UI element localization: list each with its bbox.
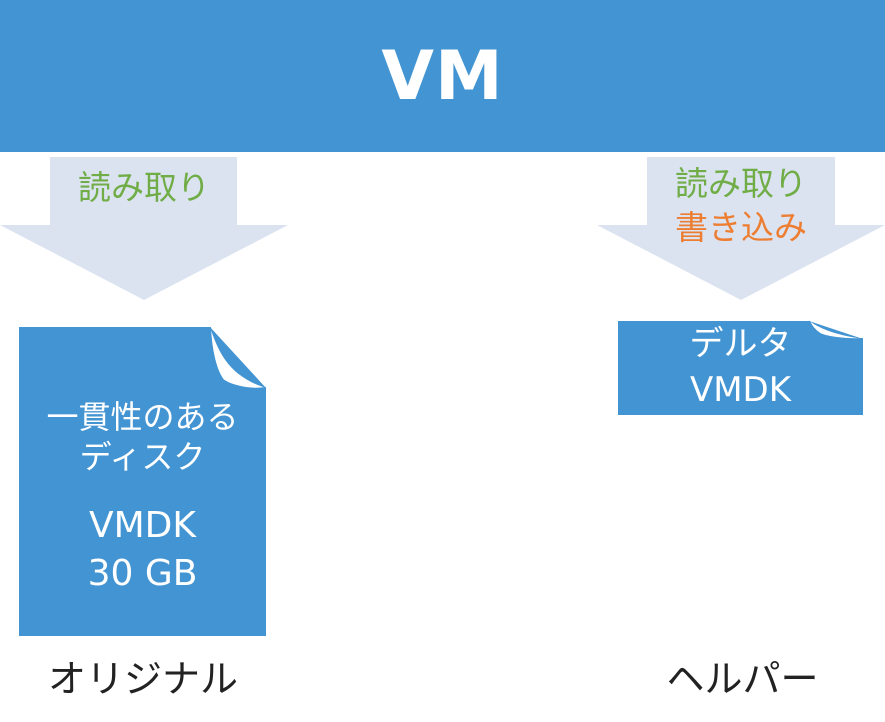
- original-disk-doc: 一貫性のある ディスク VMDK 30 GB: [18, 326, 267, 637]
- original-caption: オリジナル: [47, 657, 238, 701]
- original-disk-line4: 30 GB: [87, 553, 198, 594]
- document-icon: [618, 320, 864, 415]
- right-read-write-arrow: 読み取り 書き込み: [597, 152, 885, 302]
- document-icon: [19, 326, 267, 636]
- left-arrow-read-label: 読み取り: [78, 168, 210, 207]
- original-disk-line3: VMDK: [88, 505, 196, 546]
- helper-caption: ヘルパー: [666, 657, 819, 701]
- delta-disk-line1: デルタ: [689, 324, 792, 364]
- left-read-arrow: 読み取り: [0, 152, 288, 302]
- delta-disk-line2: VMDK: [689, 370, 792, 410]
- vm-bar: VM: [0, 0, 885, 152]
- right-arrow-write-label: 書き込み: [675, 208, 807, 247]
- down-arrow-icon: [597, 157, 885, 300]
- delta-disk-doc: デルタ VMDK: [617, 320, 864, 416]
- right-arrow-read-label: 読み取り: [675, 164, 807, 203]
- original-disk-line2: ディスク: [79, 438, 206, 476]
- down-arrow-icon: [0, 157, 288, 300]
- vm-title: VM: [381, 36, 504, 116]
- original-disk-line1: 一貫性のある: [46, 398, 239, 436]
